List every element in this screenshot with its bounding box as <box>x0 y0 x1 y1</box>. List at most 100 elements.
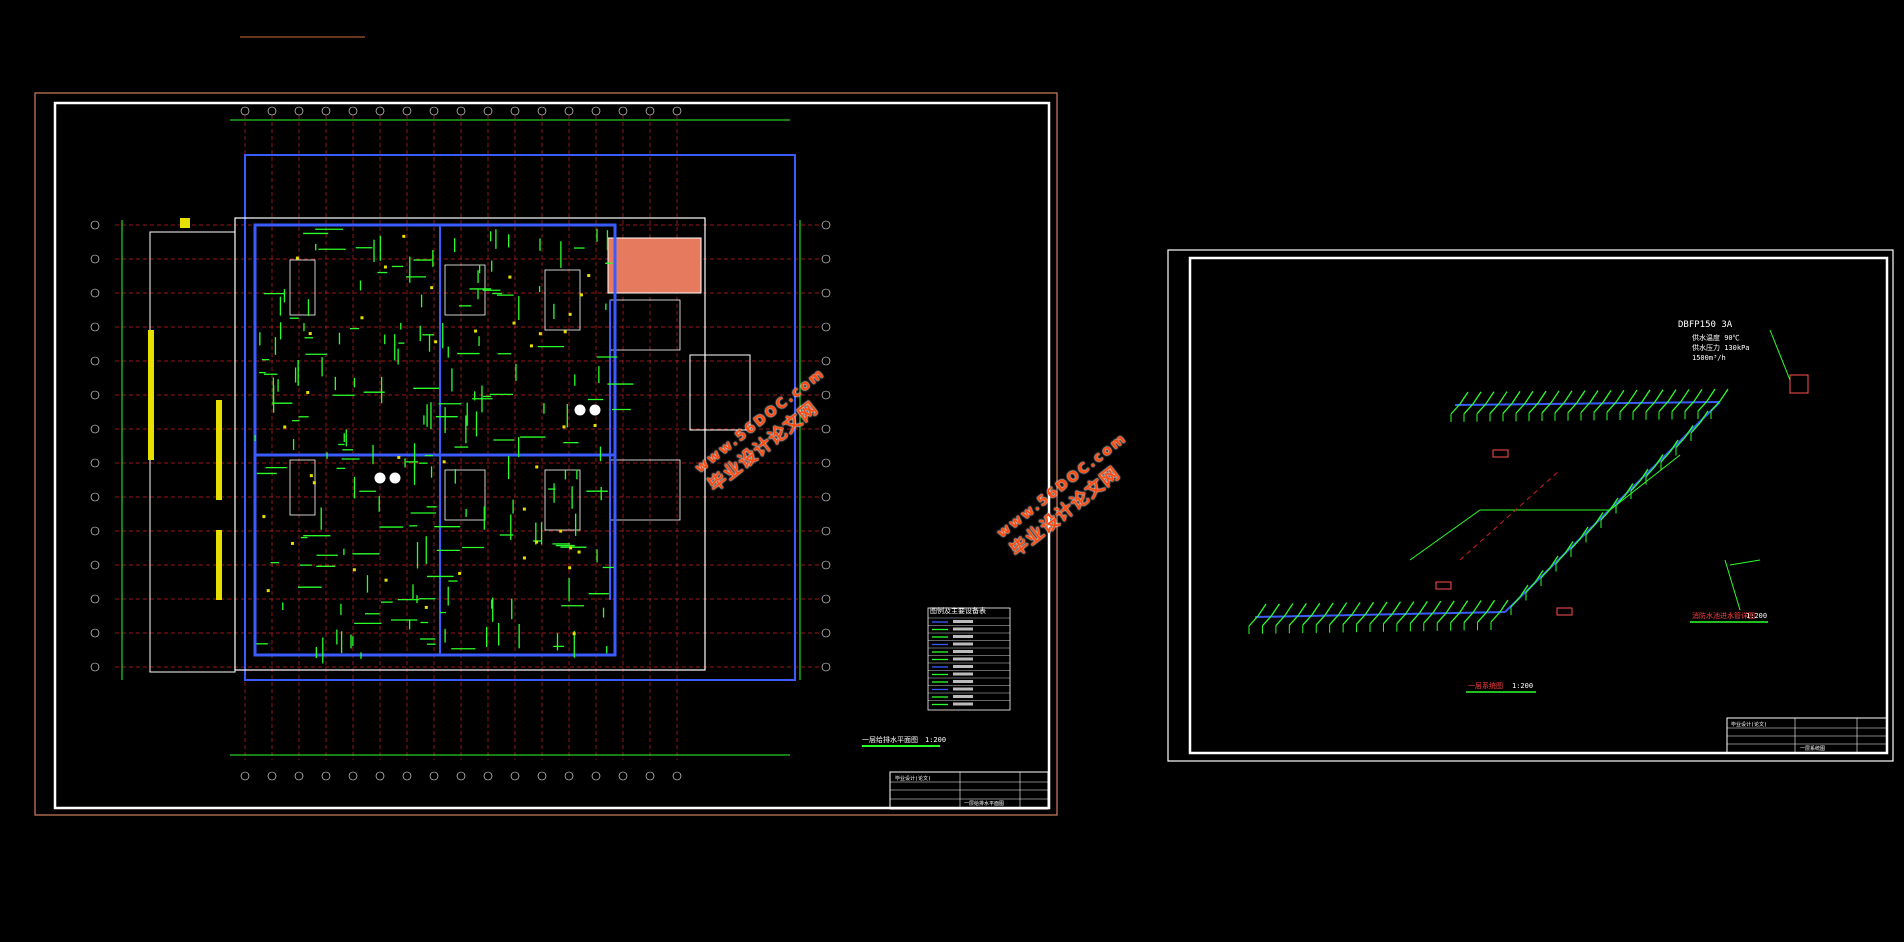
branch-pipe <box>1550 390 1560 404</box>
fixture <box>568 566 572 570</box>
branch-pipe <box>1525 582 1536 593</box>
axis-bubble <box>90 424 100 434</box>
branch-pipe <box>1589 390 1599 403</box>
axis-bubble <box>348 106 358 116</box>
branch-pipe <box>1710 400 1721 412</box>
branch-pipe <box>1660 451 1671 463</box>
branch-pipe <box>1472 600 1482 613</box>
fixture <box>283 425 287 429</box>
fixture <box>424 605 428 609</box>
legend-text-mark <box>953 687 973 691</box>
axis-bubble <box>240 771 250 781</box>
fixture <box>352 568 356 572</box>
branch-pipe <box>1630 480 1641 492</box>
axis-bubble <box>821 322 831 332</box>
legend-frame <box>927 607 1011 711</box>
axis-bubble <box>294 106 304 116</box>
axis-bubble <box>90 390 100 400</box>
stair-block <box>180 218 190 228</box>
legend-text-mark <box>953 620 973 623</box>
branch-pipe <box>1528 402 1539 414</box>
room <box>609 299 681 351</box>
pump-symbol <box>1789 374 1809 394</box>
axis-bubble <box>321 771 331 781</box>
branch-pipe <box>1619 401 1630 413</box>
branch-pipe <box>1628 389 1638 403</box>
branch-pipe <box>1667 389 1677 402</box>
branch-pipe <box>1489 403 1500 414</box>
axis-bubble <box>90 254 100 264</box>
legend-text-mark <box>953 635 973 638</box>
fixture <box>559 529 563 533</box>
branch-pipe <box>1524 390 1534 404</box>
branch-pipe <box>1654 389 1664 403</box>
branch-pipe <box>1564 541 1574 554</box>
fixture <box>430 286 434 290</box>
branch-pipe <box>1511 391 1521 404</box>
branch-pipe <box>1324 602 1334 616</box>
axis-bubble <box>672 106 682 116</box>
branch-pipe <box>1248 615 1259 627</box>
legend-text-mark <box>953 672 973 676</box>
fixture <box>587 274 591 278</box>
fixture <box>535 540 539 544</box>
fixture <box>458 571 462 575</box>
water-tank <box>607 237 702 294</box>
axis-bubble <box>618 771 628 781</box>
system-caption: 一层系统图 1:200 <box>1466 681 1536 693</box>
axis-bubble <box>618 106 628 116</box>
fixture <box>512 321 516 325</box>
branch-pipe <box>1684 425 1694 438</box>
branch-pipe <box>1257 603 1267 617</box>
axis-bubble <box>90 526 100 536</box>
axis-bubble <box>90 356 100 366</box>
branch-pipe <box>1284 603 1294 616</box>
branch-pipe <box>1261 615 1272 627</box>
axis-bubble <box>90 628 100 638</box>
fixture <box>383 265 387 269</box>
branch-pipe <box>1719 388 1729 402</box>
branch-pipe <box>1396 613 1407 624</box>
stair-block <box>216 400 222 500</box>
axis-bubble <box>267 771 277 781</box>
drawing-caption: 一层给排水平面图 1:200 <box>862 735 946 747</box>
branch-pipe <box>1490 611 1501 623</box>
branch-pipe <box>1423 612 1434 624</box>
tb-drawing-name: 一层给排水平面图 <box>964 800 1004 807</box>
axis-bubble <box>821 390 831 400</box>
fixture <box>384 578 388 582</box>
equipment-line-1: 供水温度 90℃ <box>1692 333 1740 342</box>
axis-bubble <box>591 106 601 116</box>
room <box>544 469 581 531</box>
branch-pipe <box>1690 422 1701 434</box>
fixture <box>569 546 573 550</box>
axis-bubble <box>240 106 250 116</box>
stair-block <box>148 330 154 460</box>
axis-bubble <box>645 771 655 781</box>
branch-pipe <box>1342 614 1353 625</box>
branch-pipe <box>1459 391 1469 405</box>
axis-bubble <box>90 458 100 468</box>
legend-text-mark <box>953 650 973 653</box>
branch-pipe <box>1369 613 1380 625</box>
valve-symbol <box>1435 581 1452 590</box>
branch-pipe <box>1606 401 1617 413</box>
lower-main-pipe <box>1254 611 1506 618</box>
axis-bubble <box>90 288 100 298</box>
branch-pipe <box>1699 410 1709 424</box>
branch-pipe <box>1297 602 1307 616</box>
branch-pipe <box>1693 388 1703 402</box>
branch-pipe <box>1436 612 1447 624</box>
axis-bubble <box>90 492 100 502</box>
fixture <box>295 256 299 260</box>
axis-bubble <box>821 628 831 638</box>
branch-pipe <box>1472 391 1482 405</box>
branch-pipe <box>1519 584 1529 598</box>
title-block: 毕业设计(论文) 一层给排水平面图 <box>889 771 1049 810</box>
branch-pipe <box>1654 454 1664 467</box>
branch-pipe <box>1432 600 1442 614</box>
branch-pipe <box>1615 389 1625 403</box>
axis-bubble <box>564 771 574 781</box>
system-caption-scale: 1:200 <box>1512 682 1533 690</box>
branch-pipe <box>1405 601 1415 614</box>
